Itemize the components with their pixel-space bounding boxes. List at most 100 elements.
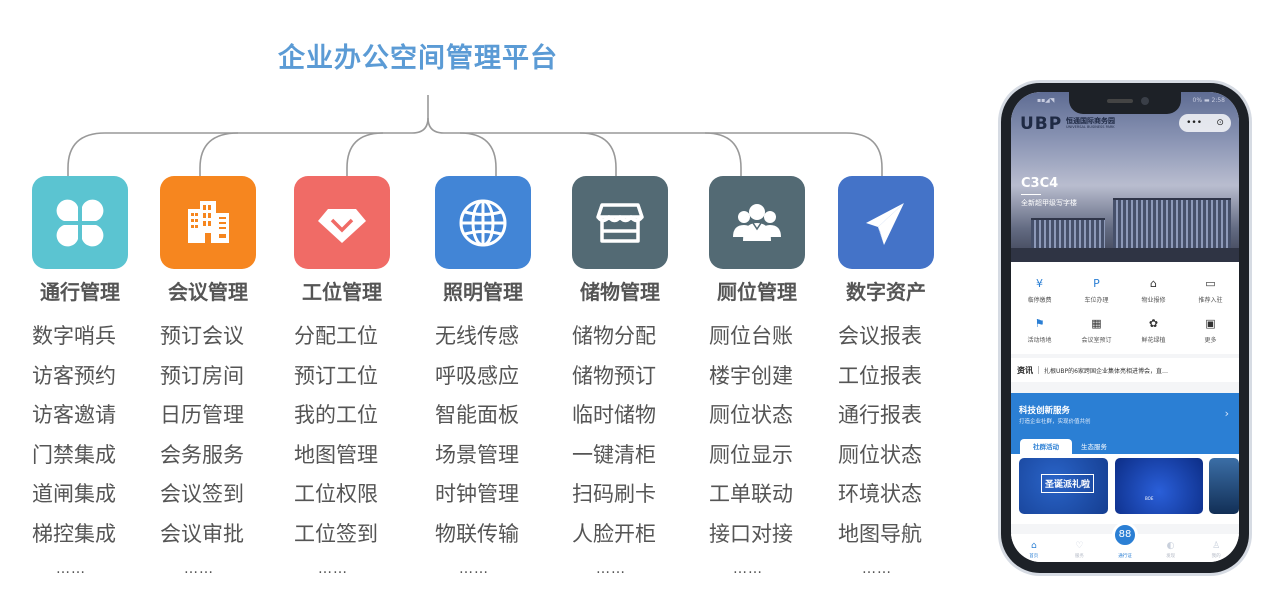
yen-cycle-icon: ¥ — [1036, 276, 1043, 290]
news-ticker[interactable]: 资讯 扎根UBP的6家跨国企业集体亮相进博会，直… — [1011, 358, 1239, 382]
hero-banner[interactable]: ▪▪◢◥ 0% ▬ 2:58 UBP 恒通国际商务园 UNIVERSAL BUS… — [1011, 92, 1239, 262]
more-ellipsis: …… — [459, 560, 489, 577]
module-restroom[interactable]: 厕位管理 厕位台账 楼宇创建 厕位状态 厕位显示 工单联动 接口对接 …… — [709, 176, 809, 577]
module-name: 数字资产 — [846, 280, 926, 304]
quick-action-venue[interactable]: ⚑活动场地 — [1027, 316, 1052, 344]
event-card-boe[interactable]: BOE — [1115, 458, 1203, 514]
globe-icon — [459, 199, 507, 246]
people-group-icon — [733, 203, 781, 241]
module-item: 会议报表 — [838, 324, 922, 348]
tab-service[interactable]: ♡服务 — [1074, 541, 1084, 559]
quick-action-recommend[interactable]: ▭推荐入驻 — [1198, 276, 1223, 304]
building-image — [1113, 198, 1231, 254]
module-digital-assets[interactable]: 数字资产 会议报表 工位报表 通行报表 厕位状态 环境状态 地图导航 …… — [838, 176, 938, 577]
module-item: 一键清柜 — [572, 442, 656, 467]
service-banner[interactable]: 科技创新服务 打造企业社群，实现价值共创 › 社群活动 生态服务 — [1011, 393, 1239, 465]
module-item: 厕位状态 — [709, 403, 793, 428]
module-item: 楼宇创建 — [709, 363, 793, 388]
event-card-christmas[interactable]: 圣诞派礼啦 — [1019, 458, 1108, 514]
ground — [1011, 248, 1239, 262]
module-item: 梯控集成 — [32, 521, 116, 546]
quick-action-meeting-room[interactable]: ▦会议室预订 — [1081, 316, 1112, 344]
event-card-partial[interactable] — [1209, 458, 1239, 514]
module-items: 分配工位 预订工位 我的工位 地图管理 工位权限 工位签到 — [294, 317, 394, 555]
clover-icon — [56, 199, 104, 246]
module-tile[interactable] — [572, 176, 668, 269]
tab-eco-services[interactable]: 生态服务 — [1081, 443, 1107, 451]
tab-discover[interactable]: ◐发现 — [1166, 541, 1176, 559]
event-cards: 圣诞派礼啦 BOE — [1011, 454, 1239, 524]
diamond-check-icon — [318, 208, 366, 243]
module-item: 数字哨兵 — [32, 324, 116, 348]
news-headline: 扎根UBP的6家跨国企业集体亮相进博会，直… — [1044, 367, 1168, 375]
service-subtitle: 打造企业社群，实现价值共创 — [1019, 419, 1091, 425]
building-image — [1031, 218, 1105, 252]
module-item: 人脸开柜 — [572, 521, 656, 546]
tab-home[interactable]: ⌂首页 — [1029, 541, 1039, 559]
more-ellipsis: …… — [596, 560, 626, 577]
more-dots-icon[interactable]: ••• — [1186, 118, 1203, 128]
status-signal-icons: ▪▪◢◥ — [1037, 97, 1055, 104]
close-target-icon[interactable]: ⊙ — [1216, 118, 1224, 128]
tab-community-events[interactable]: 社群活动 — [1020, 439, 1072, 455]
brand-logo: UBP — [1020, 114, 1063, 134]
module-item: 道闸集成 — [32, 482, 116, 507]
module-item: 我的工位 — [294, 403, 378, 428]
module-tile[interactable] — [435, 176, 531, 269]
module-item: 时钟管理 — [435, 482, 519, 507]
module-item: 预订会议 — [160, 324, 244, 348]
storefront-icon — [596, 202, 644, 243]
module-storage[interactable]: 储物管理 储物分配 储物预订 临时储物 一键清柜 扫码刷卡 人脸开柜 …… — [572, 176, 672, 577]
brand-name-en: UNIVERSAL BUSINESS PARK — [1066, 125, 1115, 129]
module-meeting[interactable]: 会议管理 预订会议 预订房间 日历管理 会务服务 会议签到 会议审批 …… — [160, 176, 260, 577]
brand-name-cn: 恒通国际商务园 — [1066, 117, 1115, 125]
news-separator — [1038, 366, 1039, 374]
module-name: 储物管理 — [580, 280, 660, 304]
quick-action-more[interactable]: ▣更多 — [1204, 316, 1217, 344]
quick-action-parking-fee[interactable]: ¥临停缴费 — [1027, 276, 1052, 304]
module-tile[interactable] — [709, 176, 805, 269]
module-item: 门禁集成 — [32, 442, 116, 467]
pass-qr-button[interactable]: 88 — [1112, 522, 1138, 548]
boe-text: BOE — [1145, 496, 1154, 501]
module-lighting[interactable]: 照明管理 无线传感 呼吸感应 智能面板 场景管理 时钟管理 物联传输 …… — [435, 176, 535, 577]
flag-icon: ⚑ — [1034, 316, 1045, 330]
news-tag: 资讯 — [1017, 365, 1033, 375]
heart-icon: ♡ — [1075, 541, 1084, 551]
potted-plant-icon: ✿ — [1148, 316, 1159, 330]
module-item: 预订房间 — [160, 363, 244, 388]
module-item: 通行报表 — [838, 403, 922, 428]
tab-mine[interactable]: ♙我的 — [1211, 541, 1221, 559]
hero-code: C3C4 — [1021, 176, 1059, 191]
module-workstation[interactable]: 工位管理 分配工位 预订工位 我的工位 地图管理 工位权限 工位签到 …… — [294, 176, 394, 577]
quick-action-repair[interactable]: ⌂物业报修 — [1141, 276, 1166, 304]
module-access-control[interactable]: 通行管理 数字哨兵 访客预约 访客邀请 门禁集成 道闸集成 梯控集成 …… — [32, 176, 132, 577]
module-item: 厕位显示 — [709, 442, 793, 467]
bottom-tab-bar: ⌂首页 ♡服务 .通行证 ◐发现 ♙我的 88 — [1011, 522, 1239, 562]
module-tile[interactable] — [160, 176, 256, 269]
service-title: 科技创新服务 — [1019, 406, 1071, 416]
module-tile[interactable] — [32, 176, 128, 269]
tab-pass[interactable]: .通行证 — [1118, 554, 1132, 559]
quick-action-flowers[interactable]: ✿鲜花绿植 — [1141, 316, 1166, 344]
phone-bezel: ▪▪◢◥ 0% ▬ 2:58 UBP 恒通国际商务园 UNIVERSAL BUS… — [1001, 83, 1249, 573]
chevron-right-icon[interactable]: › — [1224, 407, 1229, 420]
more-ellipsis: …… — [184, 560, 214, 577]
page-title: 企业办公空间管理平台 — [278, 43, 558, 74]
paper-plane-icon — [866, 202, 904, 245]
miniprogram-capsule[interactable]: ••• ⊙ — [1179, 114, 1231, 132]
phone-mockup: ▪▪◢◥ 0% ▬ 2:58 UBP 恒通国际商务园 UNIVERSAL BUS… — [998, 80, 1252, 576]
module-name: 工位管理 — [302, 280, 382, 304]
module-item: 工位签到 — [294, 521, 378, 546]
building-icon — [188, 200, 229, 243]
module-item: 会议签到 — [160, 482, 244, 507]
module-tile[interactable] — [294, 176, 390, 269]
house-wrench-icon: ⌂ — [1150, 276, 1157, 290]
module-item: 环境状态 — [838, 482, 922, 507]
module-item: 分配工位 — [294, 324, 378, 348]
module-name: 会议管理 — [168, 280, 248, 304]
module-tile[interactable] — [838, 176, 934, 269]
phone-notch — [1069, 92, 1181, 114]
module-item: 智能面板 — [435, 403, 519, 428]
